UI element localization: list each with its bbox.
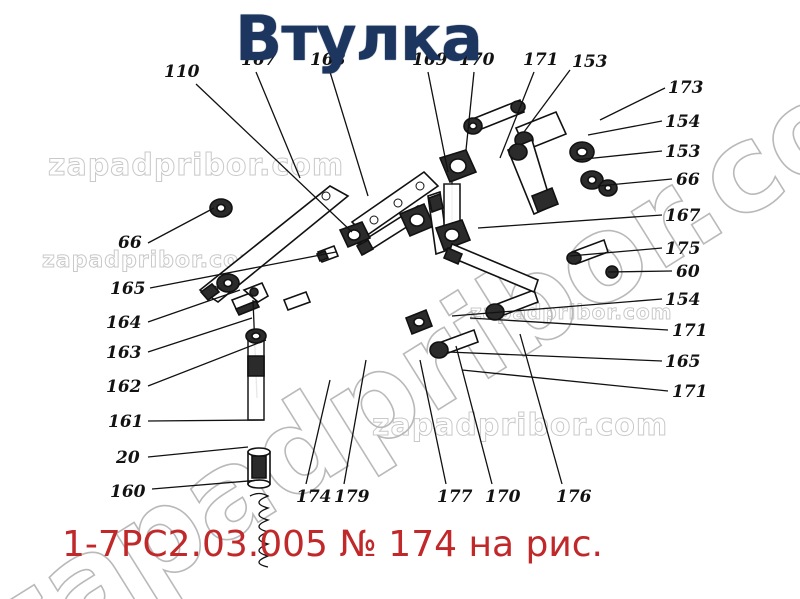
callout-165-leader xyxy=(149,251,337,289)
callout-171-top: 171 xyxy=(523,50,559,70)
callout-164: 164 xyxy=(106,313,142,333)
callout-167-r: 167 xyxy=(665,206,701,226)
callout-176-leader xyxy=(519,333,563,485)
callout-66-r-leader xyxy=(597,178,673,187)
callout-169: 169 xyxy=(412,50,448,70)
callout-179-leader xyxy=(343,359,367,485)
callout-177-leader xyxy=(419,359,447,485)
callout-167-top: 167 xyxy=(241,50,277,70)
callout-168: 168 xyxy=(310,50,346,70)
callout-169-leader xyxy=(427,71,449,173)
callout-160-leader xyxy=(151,479,261,490)
callout-163: 163 xyxy=(106,343,142,363)
callout-161: 161 xyxy=(108,412,144,432)
callout-162-leader xyxy=(147,339,267,387)
callout-154-r1: 154 xyxy=(665,112,701,132)
callout-165-r-leader xyxy=(447,351,663,362)
callout-175: 175 xyxy=(665,239,701,259)
parts-cluster-center xyxy=(282,149,478,312)
callout-174: 174 xyxy=(296,487,332,507)
callout-60: 60 xyxy=(676,262,700,282)
part-number-caption: 1-7РС2.03.005 № 174 на рис. xyxy=(62,524,603,565)
callout-153-top: 153 xyxy=(572,52,608,72)
callout-170-leader xyxy=(455,345,493,485)
callout-154-r2: 154 xyxy=(665,290,701,310)
callout-162: 162 xyxy=(106,377,142,397)
callout-168-leader xyxy=(329,71,369,197)
parts-cluster-right xyxy=(404,98,619,359)
callout-161-leader xyxy=(147,419,265,422)
callout-171-r1: 171 xyxy=(672,321,708,341)
callout-171-top-leader xyxy=(499,71,535,159)
callout-177: 177 xyxy=(437,487,473,507)
callout-164-leader xyxy=(147,289,241,323)
callout-66-r: 66 xyxy=(676,170,700,190)
callout-170-top-leader xyxy=(465,71,475,151)
callout-173: 173 xyxy=(668,78,704,98)
callout-20-leader xyxy=(147,446,249,458)
callout-173-leader xyxy=(599,87,666,121)
callout-66: 66 xyxy=(118,233,142,253)
parts-cluster-upper-left xyxy=(198,185,350,568)
callout-20: 20 xyxy=(116,448,140,468)
callout-174-leader xyxy=(305,379,331,485)
callout-154-r2-leader xyxy=(451,298,663,317)
callout-160: 160 xyxy=(110,482,146,502)
callout-153-top-leader xyxy=(523,69,571,133)
callout-167-r-leader xyxy=(477,214,663,229)
callout-171-r2-leader xyxy=(461,369,669,392)
callout-154-r1-leader xyxy=(587,120,663,136)
callout-171-r2: 171 xyxy=(672,382,708,402)
callout-66-leader xyxy=(147,207,215,244)
callout-153-r-leader xyxy=(574,150,663,161)
callout-165: 165 xyxy=(110,279,146,299)
callout-171-r1-leader xyxy=(469,317,669,331)
callout-153-r: 153 xyxy=(665,142,701,162)
callout-167-top-leader xyxy=(255,71,301,179)
page-title: Втулка xyxy=(235,2,483,75)
callout-163-leader xyxy=(147,317,253,353)
callout-165-r: 165 xyxy=(665,352,701,372)
callout-110: 110 xyxy=(164,62,200,82)
callout-170-top: 170 xyxy=(459,50,495,70)
callout-179: 179 xyxy=(334,487,370,507)
callout-170: 170 xyxy=(485,487,521,507)
callout-175-leader xyxy=(569,247,663,257)
callout-60-leader xyxy=(607,270,673,273)
callout-176: 176 xyxy=(556,487,592,507)
callout-110-leader xyxy=(195,83,353,233)
